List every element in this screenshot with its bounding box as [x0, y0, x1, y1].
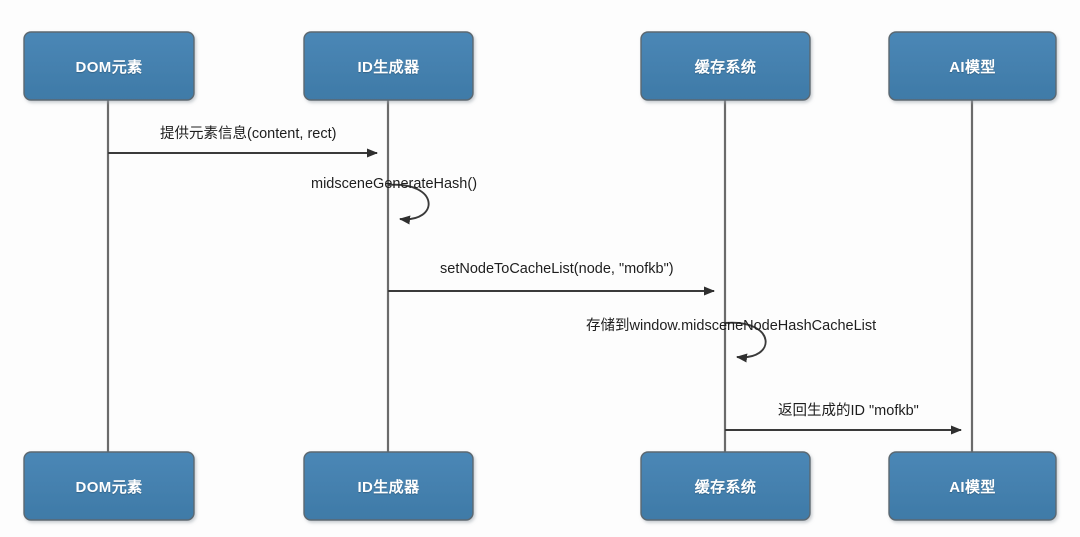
actor-boxes-group	[23, 31, 1057, 521]
actor-box-dom-top[interactable]	[23, 31, 195, 101]
actor-box-idgen-bottom[interactable]	[303, 451, 474, 521]
messages-group	[108, 148, 962, 435]
lifelines-group	[106, 100, 974, 452]
self-message-arrow-2[interactable]	[387, 183, 430, 225]
actor-box-ai-top[interactable]	[888, 31, 1057, 101]
actor-box-ai-bottom[interactable]	[888, 451, 1057, 521]
self-message-arrow-4[interactable]	[724, 321, 767, 363]
actor-box-dom-bottom[interactable]	[23, 451, 195, 521]
actor-box-cache-top[interactable]	[640, 31, 811, 101]
actor-box-idgen-top[interactable]	[303, 31, 474, 101]
actor-box-cache-bottom[interactable]	[640, 451, 811, 521]
